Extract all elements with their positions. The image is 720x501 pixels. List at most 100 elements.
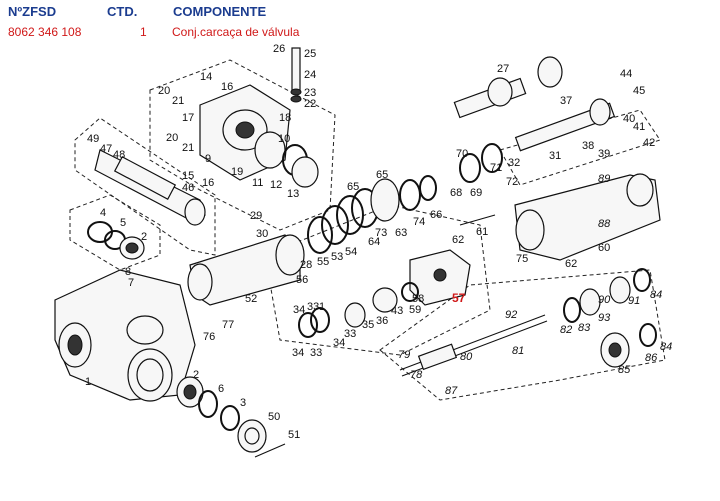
label-42: 42 [643,137,655,149]
label-33c: 33 [344,328,356,340]
label-78: 78 [410,369,423,381]
label-57: 57 [452,291,466,305]
label-65b: 65 [376,169,388,181]
label-5: 5 [120,217,126,229]
label-19: 19 [231,166,243,178]
header-qty: CTD. [107,4,138,19]
label-40: 40 [623,113,635,125]
spring-stack [307,175,437,254]
label-64: 64 [368,236,380,248]
vertical-bolt [290,47,302,103]
label-14: 14 [200,71,212,83]
label-48: 48 [113,149,125,161]
label-84b: 84 [660,341,672,353]
label-52: 52 [245,293,257,305]
label-31: 31 [549,150,561,162]
label-68: 68 [450,187,462,199]
left-valve-shaft [94,149,206,226]
label-66: 66 [430,209,442,221]
piston-rings [298,282,419,338]
label-10: 10 [278,133,290,145]
label-82: 82 [560,324,572,336]
label-77: 77 [222,319,234,331]
valve-block-57 [409,249,471,306]
label-62: 62 [452,234,464,246]
label-75: 75 [516,253,528,265]
label-22: 22 [304,98,316,110]
label-32: 32 [508,157,520,169]
label-18: 18 [279,112,291,124]
label-74: 74 [413,216,425,228]
group-outline-bearing-left [69,194,161,271]
label-37: 37 [560,95,572,107]
header-zfsd: NºZFSD [8,4,57,19]
label-53: 53 [331,251,343,263]
label-6: 6 [218,383,224,395]
central-cylinder [187,234,305,306]
ring-group-70 [459,143,503,226]
label-28: 28 [300,259,312,271]
label-63: 63 [395,227,407,239]
label-92: 92 [505,309,517,321]
label-83: 83 [578,322,591,334]
label-84: 84 [650,289,662,301]
label-36: 36 [376,315,388,327]
label-25: 25 [304,48,316,60]
label-65: 65 [347,181,359,193]
part-qty: 1 [140,25,147,39]
label-56: 56 [296,274,308,286]
label-54: 54 [345,246,357,258]
group-outline-left-valve [74,117,216,256]
label-46: 46 [182,182,194,194]
label-38: 38 [582,140,594,152]
label-87: 87 [445,385,458,397]
label-33b: 33 [310,347,322,359]
label-21b: 21 [182,142,194,154]
label-13: 13 [287,188,299,200]
label-16: 16 [221,81,233,93]
label-11: 11 [252,177,263,189]
label-26: 26 [273,43,285,55]
label-17: 17 [182,112,194,124]
label-24: 24 [304,69,316,81]
label-4: 4 [100,207,106,219]
label-59: 59 [409,304,421,316]
label-12: 12 [270,179,282,191]
label-85: 85 [618,364,631,376]
label-33: 33 [307,301,319,313]
label-41: 41 [633,121,645,133]
header-component: COMPONENTE [173,4,267,19]
label-15: 15 [182,170,194,182]
label-80: 80 [460,351,473,363]
label-88: 88 [598,218,611,230]
label-30: 30 [256,228,268,240]
worm-shaft-31 [514,98,616,152]
label-71: 71 [490,162,502,174]
label-89: 89 [598,173,610,185]
label-45: 45 [633,85,645,97]
label-1: 1 [85,376,91,388]
label-43: 43 [391,305,403,317]
right-housing [514,173,661,261]
label-2b: 2 [193,369,199,381]
housing-bearing [176,376,286,458]
right-bearing-set [563,268,657,368]
part-description: Conj.carcaça de válvula [172,25,300,39]
label-58: 58 [412,293,424,305]
label-60: 60 [598,242,610,254]
label-2: 2 [141,231,147,243]
label-79: 79 [398,349,410,361]
group-outline-right [379,269,666,401]
label-7: 7 [128,277,134,289]
label-34c: 34 [333,337,345,349]
label-72: 72 [506,176,518,188]
label-27: 27 [497,63,509,75]
part-code: 8062 346 108 [8,25,82,39]
main-housing [54,269,196,402]
label-23: 23 [304,87,316,99]
part-labels: 14 16 20 21 17 18 20 21 10 9 19 15 16 46… [85,43,672,441]
label-3: 3 [240,397,246,409]
label-1b: 1 [319,301,325,313]
label-9: 9 [205,153,211,165]
